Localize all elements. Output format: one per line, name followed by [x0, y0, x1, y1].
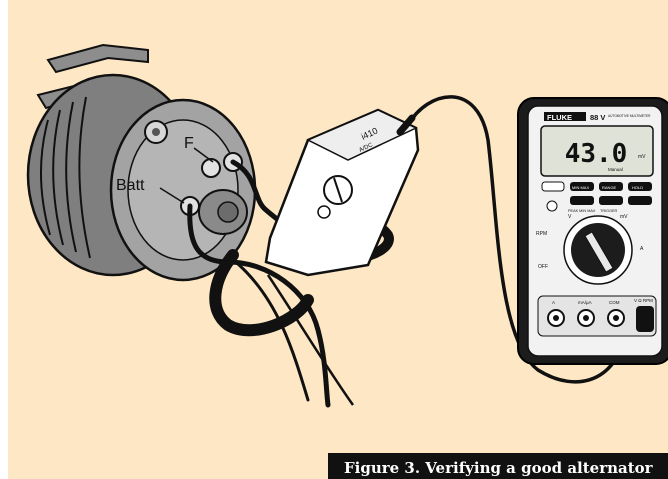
figure-caption: Figure 3. Verifying a good alternator [344, 459, 653, 477]
meter-jack-com-hole [613, 315, 619, 321]
meter-subtitle: AUTOMOTIVE MULTIMETER [608, 114, 651, 118]
mounting-bolt-center [152, 128, 160, 136]
meter-model: 88 V [590, 113, 605, 122]
terminal-f-label: F [184, 135, 194, 152]
meter-button-minmax-label: MIN MAX [572, 185, 589, 190]
meter-button-trigger [599, 196, 623, 205]
meter-jack-com-label: COM [609, 300, 620, 305]
meter-dial-off: OFF [538, 264, 548, 270]
terminal-batt-label: Batt [116, 177, 145, 194]
meter-backlight-button [547, 201, 557, 211]
multimeter: FLUKE 88 V AUTOMOTIVE MULTIMETER 43.0 mV… [518, 98, 668, 364]
meter-button-minmax-1 [542, 182, 564, 191]
pulley-shaft [218, 202, 238, 222]
meter-jack-a-label: A [552, 300, 555, 305]
meter-unit: mV [638, 154, 646, 160]
illustration-panel: F Batt [8, 0, 668, 479]
meter-jack-ma-hole [583, 315, 589, 321]
meter-jack-v-label: V Ω RPM [634, 298, 653, 303]
clamp-lead-lower [268, 275, 353, 405]
meter-jack-v-plug [636, 306, 654, 332]
alternator: F Batt [28, 45, 255, 280]
meter-button-hold-label: HOLD [632, 185, 643, 190]
mounting-bracket [48, 45, 148, 72]
meter-button-range-label: RANGE [602, 185, 617, 190]
meter-button-peak [570, 196, 594, 205]
meter-button-peak-label: PEAK MIN MAX [568, 209, 596, 213]
diagram-canvas: F Batt [8, 0, 668, 479]
meter-button-trigger-label: TRIGGER [600, 209, 618, 213]
f-terminal-stud [202, 159, 220, 177]
meter-button-extra [628, 196, 652, 205]
meter-mode: Manual [608, 167, 623, 172]
meter-brand: FLUKE [547, 113, 572, 122]
figure-caption-bar: Figure 3. Verifying a good alternator [328, 453, 668, 479]
meter-dial-mv: mV [620, 214, 628, 220]
meter-jack-a-hole [553, 315, 559, 321]
meter-dial-rpm: RPM [536, 231, 547, 237]
meter-jack-ma-label: mA/µA [578, 300, 592, 305]
clamp-zero-button [318, 206, 330, 218]
meter-reading: 43.0 [565, 139, 628, 169]
